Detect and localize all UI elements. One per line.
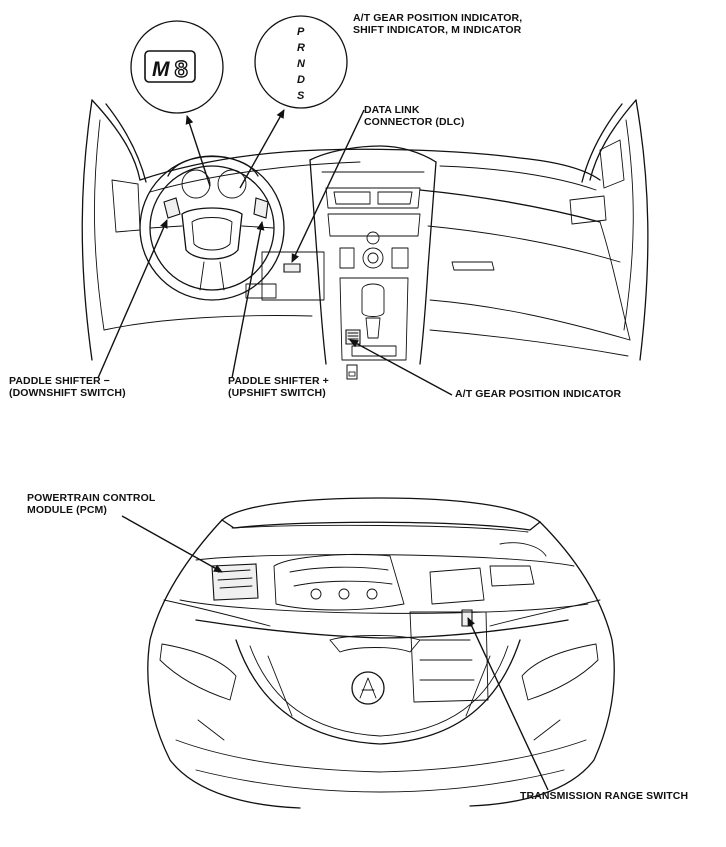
pcm-box <box>211 563 259 601</box>
inset-shift-indicator: P R N D S <box>254 15 348 109</box>
cockpit-illustration <box>81 99 649 365</box>
shift-position-s: S <box>297 90 305 102</box>
shift-position-n: N <box>297 58 306 70</box>
paddle-plus-label-line2: (UPSHIFT SWITCH) <box>228 387 326 399</box>
inset-m-indicator: M 8 <box>130 20 224 114</box>
at-gear-indicator-label: A/T GEAR POSITION INDICATOR <box>455 388 622 400</box>
m-indicator-letter: M <box>152 58 170 81</box>
shift-position-r: R <box>297 42 305 54</box>
engine-bay-illustration <box>147 497 615 809</box>
switch-icon <box>346 364 358 380</box>
pcm-label-line2: MODULE (PCM) <box>27 504 107 516</box>
pcm-label: POWERTRAIN CONTROL MODULE (PCM) <box>27 492 155 516</box>
m-indicator-digit: 8 <box>174 58 188 85</box>
leader-lines-top <box>97 109 453 396</box>
paddle-plus-label-line1: PADDLE SHIFTER + <box>228 375 329 387</box>
gear-indicator-title-line1: A/T GEAR POSITION INDICATOR, <box>353 12 523 24</box>
leader-lines-bottom <box>121 515 549 791</box>
paddle-minus-label-line2: (DOWNSHIFT SWITCH) <box>9 387 126 399</box>
dlc-label-line1: DATA LINK <box>364 104 420 116</box>
dlc-label: DATA LINK CONNECTOR (DLC) <box>364 104 464 128</box>
paddle-shifter-minus <box>163 197 181 219</box>
trs-label: TRANSMISSION RANGE SWITCH <box>520 790 689 802</box>
pcm-label-line1: POWERTRAIN CONTROL <box>27 492 156 504</box>
shift-position-p: P <box>297 26 305 38</box>
paddle-shifter-plus <box>253 197 269 219</box>
shift-position-d: D <box>297 74 305 86</box>
dlc-connector <box>283 263 301 273</box>
dlc-label-line2: CONNECTOR (DLC) <box>364 116 465 128</box>
paddle-plus-label: PADDLE SHIFTER + (UPSHIFT SWITCH) <box>228 375 329 399</box>
paddle-minus-label: PADDLE SHIFTER − (DOWNSHIFT SWITCH) <box>9 375 126 399</box>
gear-indicator-title-line2: SHIFT INDICATOR, M INDICATOR <box>353 24 522 36</box>
paddle-minus-label-line1: PADDLE SHIFTER − <box>9 375 110 387</box>
gear-indicator-title: A/T GEAR POSITION INDICATOR, SHIFT INDIC… <box>353 12 522 36</box>
